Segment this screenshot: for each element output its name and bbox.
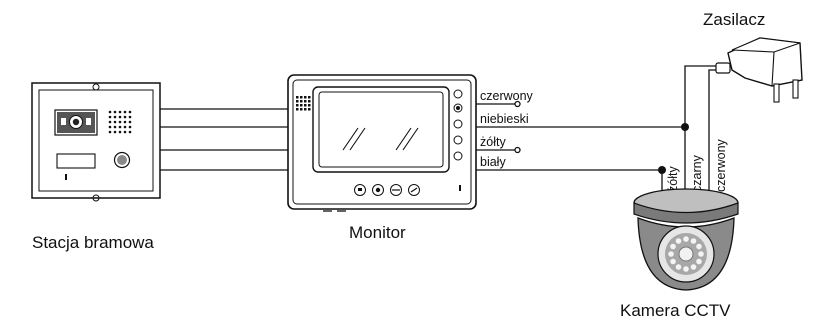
wire-label-yellow: żółty: [480, 135, 506, 149]
ir-led-right-icon: [86, 118, 91, 125]
side-button-1-icon: [453, 89, 463, 99]
label-camera: Kamera CCTV: [620, 301, 731, 320]
gate-station: [31, 82, 161, 202]
camera-wire-label-black: czarny: [690, 154, 704, 192]
side-button-5-icon: [453, 151, 463, 161]
wire-label-blue: niebieski: [480, 112, 529, 126]
side-button-3-icon: [453, 119, 463, 129]
cctv-camera-icon: [633, 188, 739, 291]
label-gate-station: Stacja bramowa: [32, 233, 154, 252]
mic-hole-icon: [65, 174, 67, 180]
camera-wire-label-yellow: żółty: [666, 166, 680, 192]
camera-wire-label-red: czerwony: [714, 138, 728, 192]
wire-label-white: biały: [480, 155, 506, 169]
gate-station-plate: [38, 89, 154, 192]
monitor-mic-icon: [459, 185, 461, 191]
power-supply-icon: [715, 37, 803, 103]
name-plate: [56, 153, 96, 169]
monitor-speaker-icon: [296, 96, 311, 111]
gate-monitor-wires: [160, 108, 292, 171]
speaker-grille-icon: [108, 110, 132, 134]
monitor-output-wires: [476, 100, 685, 171]
screen-reflection-icon: [342, 127, 419, 151]
label-monitor: Monitor: [349, 223, 406, 242]
label-power-supply: Zasilacz: [703, 10, 765, 29]
wire-label-red: czerwony: [480, 89, 534, 103]
monitor-side-buttons: [453, 89, 463, 161]
ir-led-left-icon: [61, 118, 66, 125]
camera-lens-icon: [678, 246, 694, 262]
bottom-screw-icon: [92, 194, 100, 202]
side-button-4-icon: [453, 135, 463, 145]
junction-blue-black-icon: [681, 123, 689, 131]
junction-white-yellow-icon: [658, 166, 666, 174]
top-screw-icon: [92, 83, 100, 91]
camera-ir-leds-icon: [668, 236, 704, 272]
monitor-screen: [318, 91, 444, 168]
monitor: [287, 74, 477, 212]
